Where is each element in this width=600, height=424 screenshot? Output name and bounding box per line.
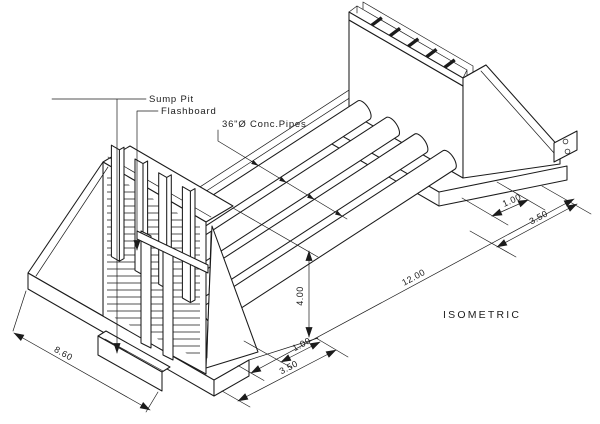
far-wing-inner-edge [480, 70, 555, 154]
far-parapet-crossties [370, 16, 456, 69]
near-slab-right-end [213, 359, 250, 397]
far-wing-wall [462, 64, 561, 179]
foot-block-bolt-1 [562, 138, 569, 145]
dim-text-wall-height: 4.00 [295, 286, 305, 306]
near-buttress-inner-edge [206, 231, 212, 359]
ext-line [469, 185, 592, 258]
dim-right-slab: 3.50 [469, 185, 592, 258]
dim-text-left-slab: 3.50 [278, 358, 300, 376]
label-flashboard: Flashboard [161, 106, 217, 117]
callouts: Sump Pit Flashboard 36"Ø Conc.Pipes [51, 94, 348, 353]
sump-riser-2 [162, 243, 174, 361]
pipes-leader [217, 129, 348, 220]
flashboard-guide-posts [110, 144, 196, 304]
dim-line [496, 203, 578, 248]
far-headwall [324, 1, 578, 207]
sump-pit-leader [51, 98, 147, 353]
label-pipes: 36"Ø Conc.Pipes [222, 119, 307, 130]
view-title: ISOMETRIC [443, 309, 521, 321]
dim-text-overall-length: 12.00 [400, 267, 427, 288]
near-wing-inner-edge [35, 166, 109, 277]
foot-block-bolt-2 [564, 148, 571, 155]
dim-line [13, 332, 151, 411]
pipes-leader-arrow-4 [335, 210, 343, 217]
pipes-leader-arrow-1 [251, 160, 259, 166]
guide-post-1 [110, 144, 125, 262]
sump-riser-1 [140, 230, 152, 349]
label-sump-pit: Sump Pit [149, 94, 194, 105]
dim-text-right-slab: 3.50 [528, 208, 550, 226]
dim-text-left-toe: 1.00 [291, 335, 313, 353]
far-parapet-rail [348, 1, 474, 79]
pipes-leader-arrow-3 [307, 193, 315, 200]
far-wing-foot-block [553, 130, 578, 163]
flashboard-leader [133, 110, 159, 251]
dim-text-right-toe: 1.00 [501, 192, 523, 209]
guide-post-4 [181, 186, 196, 304]
pipes-leader-arrow-2 [279, 176, 287, 183]
dim-line [237, 349, 337, 402]
dim-text-apron-width: 8.60 [53, 344, 75, 362]
